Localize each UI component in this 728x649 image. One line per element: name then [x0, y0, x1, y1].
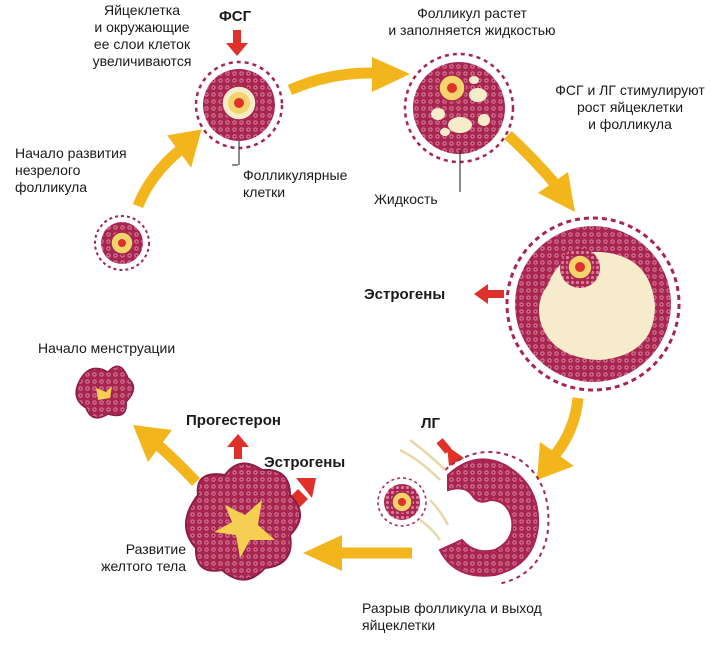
estrogen-arrow-1	[474, 284, 504, 304]
fluid-strands	[399, 439, 450, 541]
primary-follicle	[194, 60, 284, 165]
label-menstruation: Начало менструации	[38, 340, 176, 356]
label-corpus-luteum: Развитие желтого тела	[101, 541, 186, 574]
arrow-primary-to-secondary	[287, 67, 376, 96]
label-egg-layers: Яйцеклетка и окружающие ее слои клеток у…	[92, 2, 192, 69]
label-lh: ЛГ	[421, 415, 441, 432]
arrow-graafian-to-ovulation	[550, 397, 584, 459]
progesterone-arrow	[227, 434, 249, 459]
label-follicle-grows: Фолликул растет и заполняется жидкостью	[388, 5, 556, 38]
arrow-secondary-to-graafian	[504, 130, 561, 189]
degenerating-corpus	[75, 365, 135, 419]
secondary-follicle	[403, 52, 515, 192]
label-fsh: ФСГ	[219, 8, 252, 25]
label-rupture: Разрыв фолликула и выход яйцеклетки	[362, 600, 542, 633]
label-estrogens-2: Эстрогены	[264, 454, 346, 471]
ruptured-follicle	[377, 439, 550, 585]
graafian-follicle	[505, 216, 681, 392]
lh-arrow	[436, 438, 464, 466]
label-progesterone: Прогестерон	[186, 412, 281, 429]
label-fsh-lh: ФСГ и ЛГ стимулируют рост яйцеклетки и ф…	[555, 82, 705, 132]
corpus-luteum	[185, 462, 301, 581]
label-immature: Начало развития незрелого фолликула	[15, 145, 127, 195]
label-follicular-cells: Фолликулярные клетки	[243, 167, 348, 200]
immature-follicle	[94, 215, 150, 271]
arrow-corpus-to-menstruation	[154, 440, 200, 486]
arrow-immature-to-primary	[132, 145, 184, 209]
cycle-arrows	[132, 57, 584, 571]
fsh-arrow	[226, 30, 248, 56]
label-estrogens-1: Эстрогены	[364, 286, 446, 303]
label-fluid: Жидкость	[374, 191, 438, 207]
